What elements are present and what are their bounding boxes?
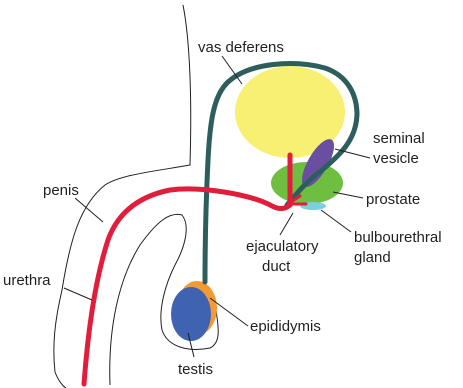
label-bulbourethral-line1: bulbourethral (354, 229, 442, 246)
label-testis: testis (178, 361, 213, 378)
label-bulbourethral-line2: gland (354, 249, 391, 266)
leader-penis (75, 198, 103, 222)
label-ejaculatory-line1: ejaculatory (246, 238, 319, 255)
label-prostate: prostate (366, 191, 420, 208)
testis (171, 287, 211, 341)
label-urethra: urethra (3, 272, 51, 289)
label-epididymis: epididymis (250, 318, 321, 335)
leader-bulbourethral (321, 210, 351, 232)
leader-prostate (333, 192, 363, 198)
urethra (84, 155, 290, 384)
label-seminal-vesicle-line1: seminal (373, 130, 425, 147)
label-ejaculatory-line2: duct (262, 258, 291, 275)
leader-ejaculatory (280, 213, 293, 235)
leader-urethra (64, 288, 92, 300)
label-penis: penis (43, 182, 79, 199)
label-seminal-vesicle-line2: vesicle (373, 150, 419, 167)
label-vas-deferens: vas deferens (198, 39, 284, 56)
